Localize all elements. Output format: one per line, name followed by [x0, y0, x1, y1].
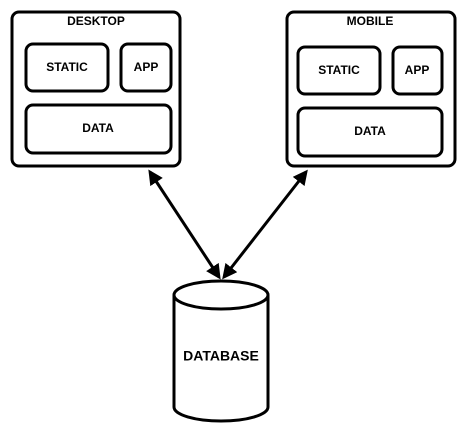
database-cylinder-top — [172, 279, 270, 311]
database-cylinder-body — [172, 295, 270, 423]
mobile-panel-title: MOBILE — [347, 14, 394, 28]
desktop-data-label: DATA — [82, 121, 114, 135]
mobile-static-box-frame — [296, 45, 382, 96]
mobile-data-label: DATA — [354, 124, 386, 138]
database-cylinder: DATABASE — [172, 279, 270, 423]
desktop-panel: DESKTOP STATIC APP DATA — [10, 10, 182, 168]
desktop-database-connector-arrow — [148, 169, 221, 280]
mobile-app-box-frame — [391, 45, 444, 96]
desktop-static-box: STATIC — [24, 42, 110, 93]
desktop-app-box: APP — [119, 42, 173, 93]
mobile-static-box: STATIC — [296, 45, 382, 96]
mobile-panel: MOBILE STATIC APP DATA — [285, 10, 457, 168]
mobile-static-label: STATIC — [318, 63, 360, 77]
desktop-data-box: DATA — [24, 103, 173, 155]
mobile-database-connector-arrow — [222, 169, 308, 280]
desktop-static-label: STATIC — [46, 60, 88, 74]
mobile-app-label: APP — [405, 63, 430, 77]
mobile-data-box-frame — [296, 106, 444, 158]
desktop-data-box-frame — [24, 103, 173, 155]
mobile-app-box: APP — [391, 45, 444, 96]
desktop-app-box-frame — [119, 42, 173, 93]
mobile-data-box: DATA — [296, 106, 444, 158]
database-label: DATABASE — [183, 348, 259, 364]
desktop-panel-title: DESKTOP — [67, 14, 125, 28]
desktop-app-label: APP — [134, 60, 159, 74]
desktop-static-box-frame — [24, 42, 110, 93]
